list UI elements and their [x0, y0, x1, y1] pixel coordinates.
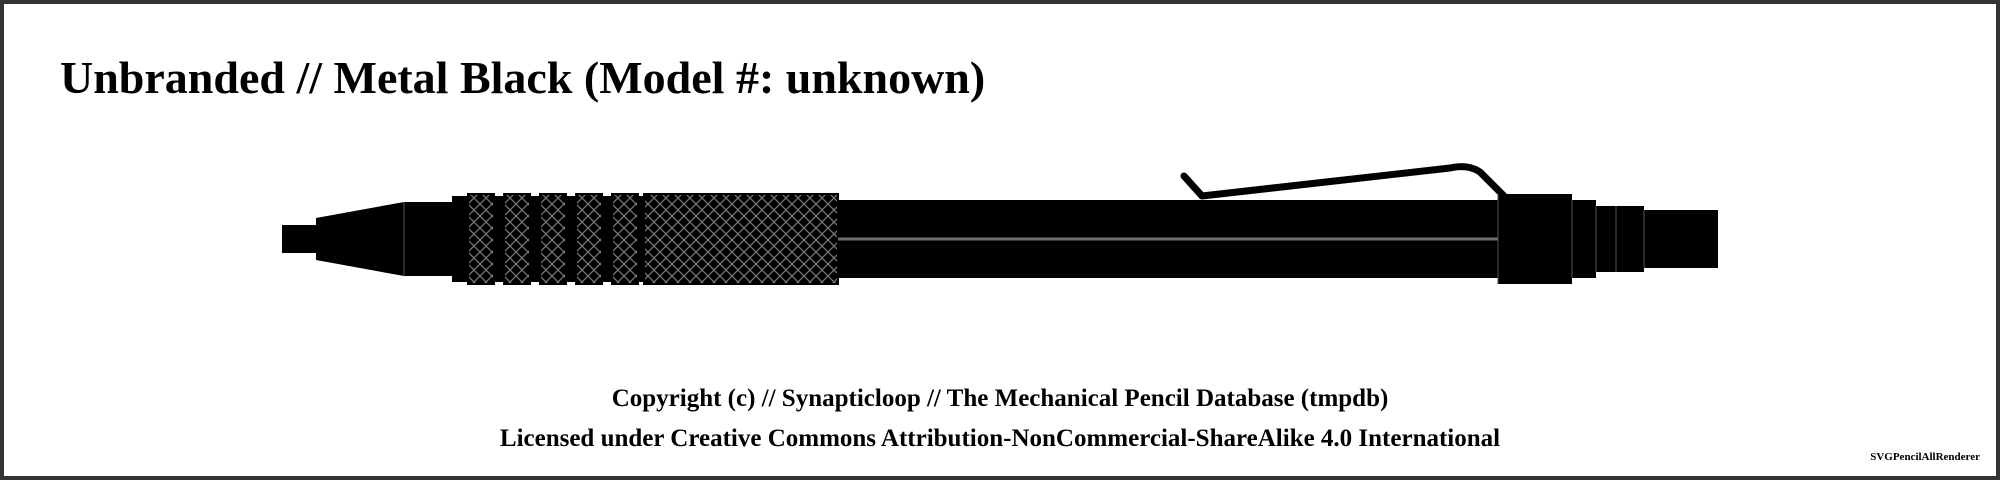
pocket-clip	[1180, 163, 1508, 200]
end-ring	[1616, 206, 1644, 272]
copyright-text: Copyright (c) // Synapticloop // The Mec…	[611, 385, 1389, 412]
grip-ring	[611, 193, 639, 285]
end-section	[1572, 200, 1596, 278]
knurled-grip	[643, 193, 839, 285]
grip-ring	[467, 193, 495, 285]
renderer-label: SVGPencilAllRenderer	[1870, 451, 1980, 463]
nose-collar	[404, 202, 452, 276]
pencil-title: Unbranded // Metal Black (Model #: unkno…	[60, 52, 986, 103]
grip-ring	[539, 193, 567, 285]
end-ring	[1596, 206, 1616, 272]
cone-tip	[316, 202, 404, 276]
clip-collar	[1498, 194, 1572, 284]
lead-pipe	[282, 225, 318, 253]
grip-ring	[503, 193, 531, 285]
end-cap	[1644, 210, 1718, 268]
license-text: Licensed under Creative Commons Attribut…	[499, 425, 1501, 452]
grip-ring	[575, 193, 603, 285]
